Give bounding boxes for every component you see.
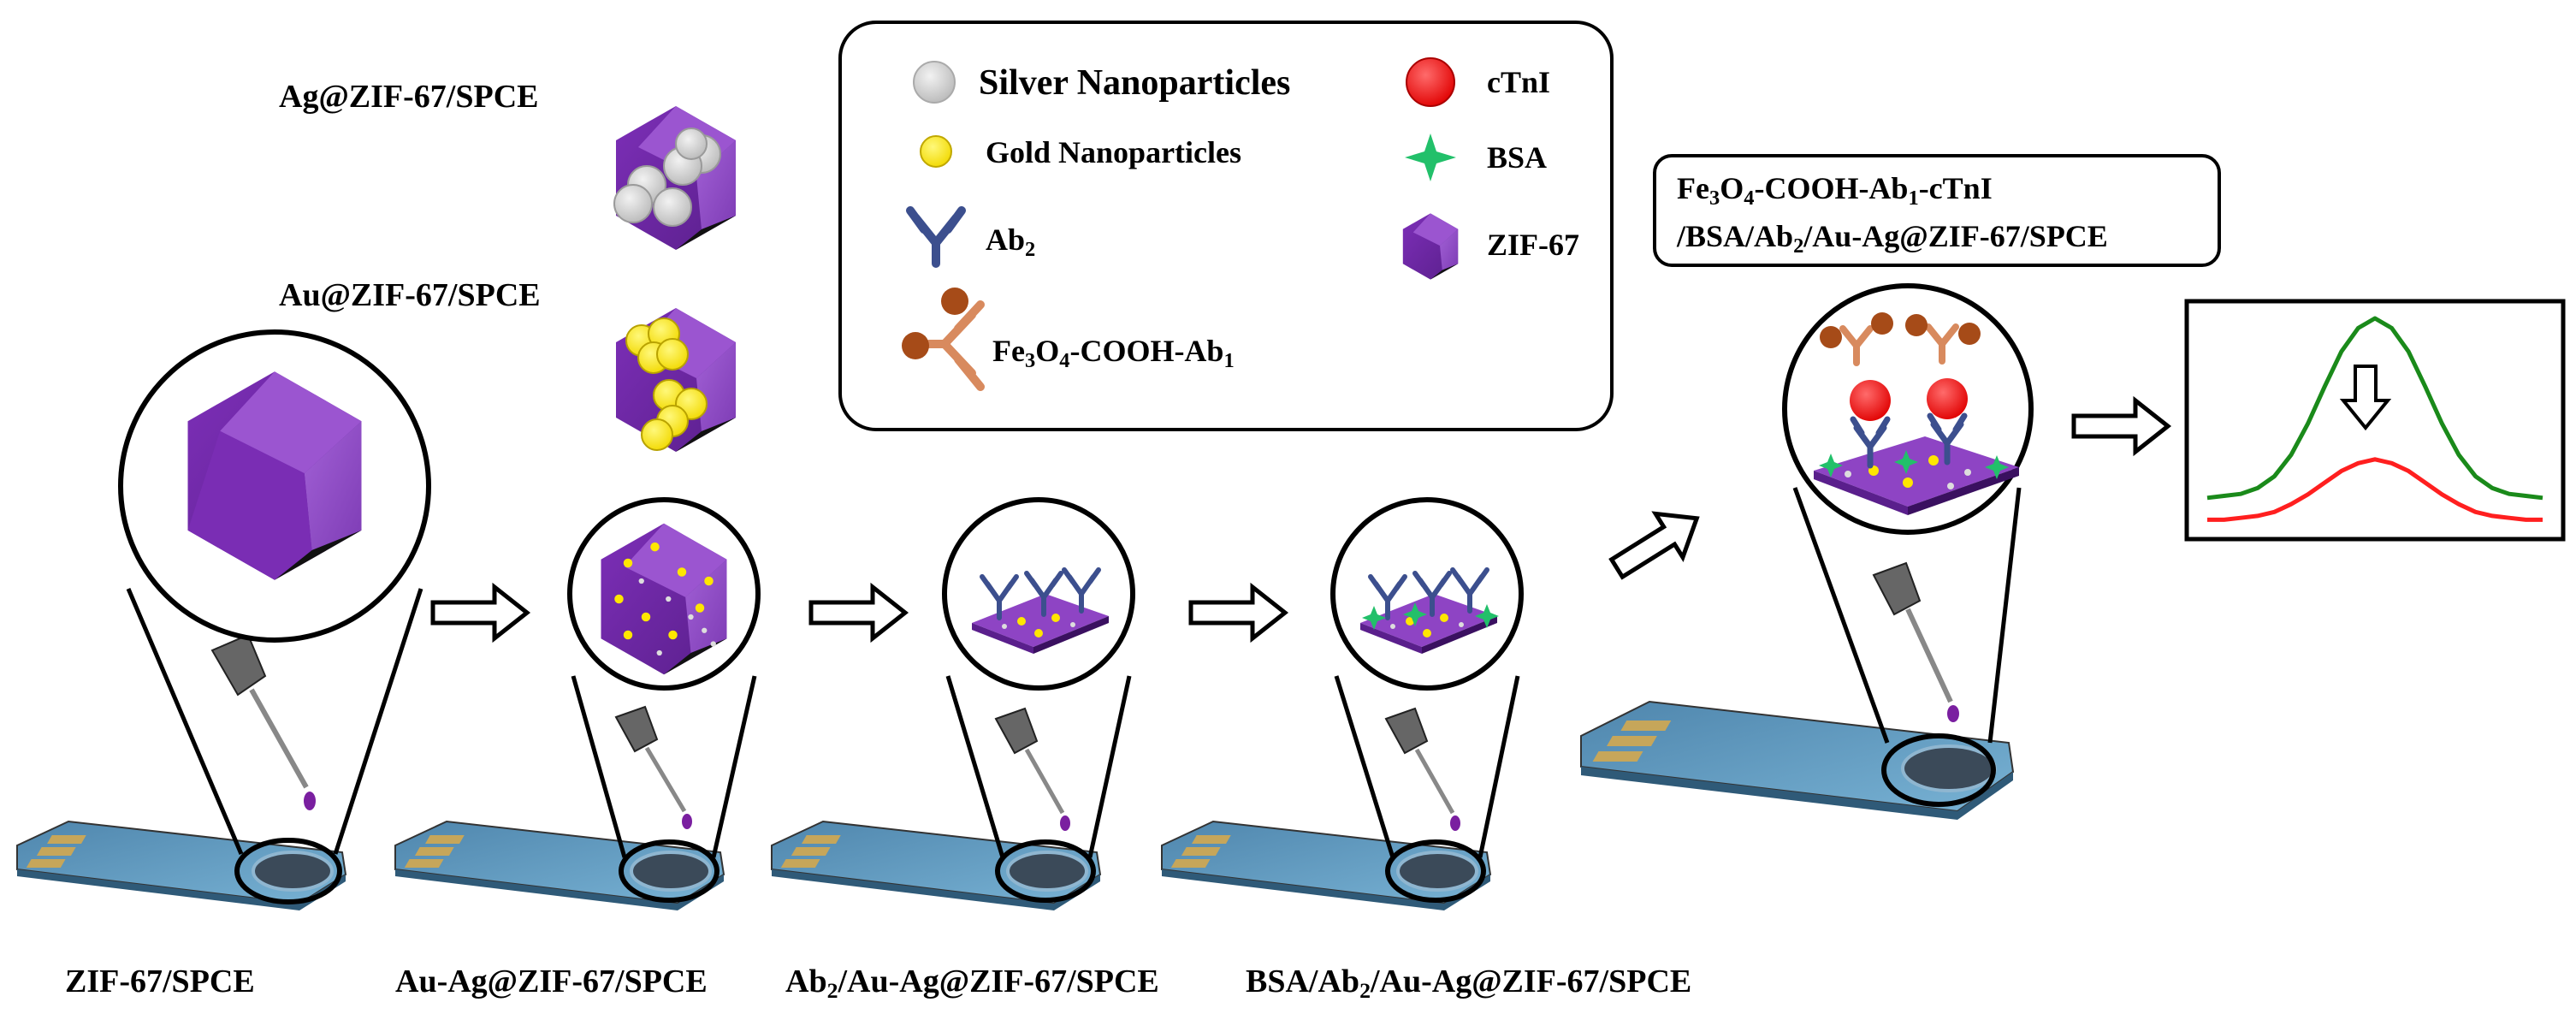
magnifier-step1: [118, 329, 431, 643]
pipette-step4: [1384, 707, 1460, 831]
arrow-step3-to-4: [1188, 582, 1289, 643]
legend-bsa-label: BSA: [1487, 140, 1548, 175]
arrow-step2-to-3: [808, 582, 909, 643]
arrow-step4-to-final: [1608, 511, 1700, 580]
legend-ab2-label: Ab2: [986, 222, 1036, 261]
final-label-line1: Fe3O4-COOH-Ab1-cTnI: [1677, 171, 1993, 210]
magnifier-cone-step4: [1334, 675, 1520, 903]
final-electrode-label-box: Fe3O4-COOH-Ab1-cTnI /BSA/Ab2/Au-Ag@ZIF-6…: [1653, 154, 2221, 267]
legend-fe3o4-label: Fe3O4-COOH-Ab1: [992, 334, 1235, 372]
signal-curve-after: [2207, 457, 2543, 522]
electrode-step3: [771, 820, 1102, 910]
final-label-line2: /BSA/Ab2/Au-Ag@ZIF-67/SPCE: [1677, 219, 2108, 258]
legend-zif67-label: ZIF-67: [1487, 228, 1579, 262]
au-zif67-crystal: [616, 308, 736, 452]
magnifier-step3: [942, 497, 1135, 691]
legend-gold-label: Gold Nanoparticles: [986, 135, 1242, 169]
legend-bsa-icon: [1405, 133, 1456, 181]
signal-chart: [2184, 299, 2566, 542]
label-step4: BSA/Ab2/Au-Ag@ZIF-67/SPCE: [1246, 964, 1692, 1004]
legend-silver-icon: [913, 61, 956, 104]
ab2-modified-surface: [972, 567, 1109, 654]
pipette-step3: [994, 707, 1070, 831]
magnifier-cone-step3: [945, 675, 1132, 903]
label-step2: Au-Ag@ZIF-67/SPCE: [395, 964, 708, 999]
legend-ctni-icon: [1406, 57, 1455, 107]
magnifier-step4: [1330, 497, 1524, 691]
pipette-step1: [210, 633, 316, 810]
label-au-zif67: Au@ZIF-67/SPCE: [279, 277, 541, 313]
zif67-crystal-large: [187, 371, 362, 580]
chart-frame: [2184, 299, 2566, 542]
signal-curve-before: [2206, 316, 2543, 501]
magnifier-step2: [567, 497, 761, 691]
label-step3: Ab2/Au-Ag@ZIF-67/SPCE: [785, 964, 1159, 1004]
magnifier-cone-final: [1792, 487, 2022, 807]
immunocomplex-surface: [1814, 312, 2019, 515]
legend-fe3o4-ab1-icon: [902, 288, 985, 391]
magnifier-cone-step1: [126, 588, 423, 904]
ag-zif67-crystal: [613, 106, 736, 250]
legend-ctni-label: cTnI: [1487, 65, 1551, 99]
legend-silver-label: Silver Nanoparticles: [979, 63, 1291, 103]
legend-zif67-icon: [1402, 213, 1459, 280]
arrow-final-to-signal: [2071, 395, 2172, 457]
bsa-blocked-surface: [1360, 567, 1499, 654]
arrow-step1-to-2: [430, 582, 531, 643]
signal-decrease-arrow: [2339, 365, 2392, 431]
pipette-final: [1872, 561, 1959, 722]
electrode-step2: [394, 820, 725, 910]
legend-gold-icon: [920, 135, 952, 168]
label-ag-zif67: Ag@ZIF-67/SPCE: [279, 79, 539, 115]
legend-ab2-icon: [906, 206, 966, 268]
zif67-crystal-au-ag: [601, 523, 727, 675]
electrode-step4: [1161, 820, 1492, 910]
electrode-final: [1580, 700, 2015, 820]
magnifier-cone-step2: [571, 675, 757, 903]
pipette-step2: [614, 705, 692, 829]
magnifier-final: [1782, 283, 2034, 535]
electrode-step1: [16, 820, 347, 910]
label-step1: ZIF-67/SPCE: [65, 964, 255, 999]
legend-panel: [838, 21, 1614, 431]
